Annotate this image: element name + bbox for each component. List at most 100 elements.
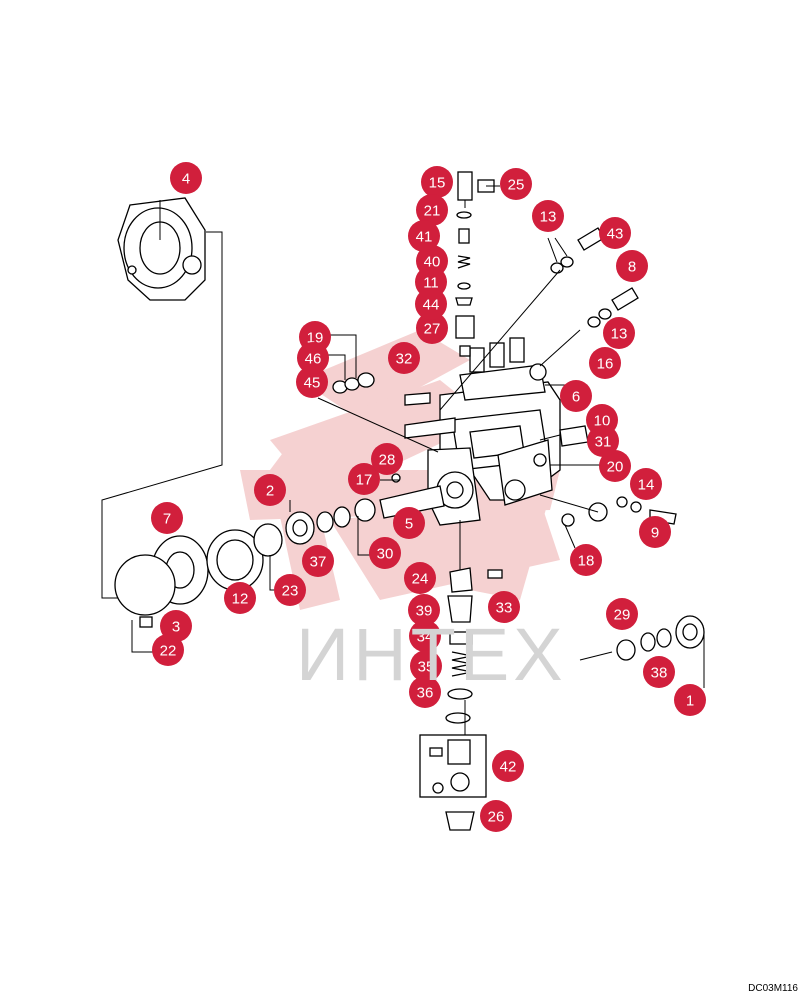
callout-circle [224,582,256,614]
callout-14: 14 [630,468,662,500]
callout-circle [488,591,520,623]
callout-circle [415,288,447,320]
callout-label: 26 [488,809,505,826]
callout-circle [587,425,619,457]
callout-label: 40 [424,254,441,271]
valve-stack [455,171,495,357]
callout-label: 35 [418,659,435,676]
callout-circle [603,317,635,349]
callout-29: 29 [606,598,638,630]
callout-13: 13 [603,317,635,349]
callout-label: 22 [160,643,177,660]
callout-label: 2 [266,483,274,500]
callout-circle [606,598,638,630]
drive-shaft [253,473,677,557]
callout-36: 36 [409,676,441,708]
callout-circle [404,562,436,594]
callout-label: 29 [614,607,631,624]
callout-label: 15 [429,175,446,192]
callout-43: 43 [599,217,631,249]
callout-circle [560,380,592,412]
callout-label: 31 [595,434,612,451]
callout-7: 7 [151,502,183,534]
callout-23: 23 [274,574,306,606]
callout-35: 35 [410,650,442,682]
leader-lines [101,185,705,735]
callout-circle [297,342,329,374]
callout-markers: 1234567891011121313141516171819202122232… [151,162,706,832]
callout-17: 17 [348,463,380,495]
callout-6: 6 [560,380,592,412]
callout-circle [254,474,286,506]
callout-circle [410,650,442,682]
callout-circle [416,194,448,226]
watermark-text: ИНТЕХ [296,613,567,696]
callout-circle [371,443,403,475]
callout-label: 8 [628,259,636,276]
callout-circle [492,750,524,782]
callout-39: 39 [408,594,440,626]
front-cover [117,197,206,301]
callout-circle [589,347,621,379]
callout-label: 24 [412,571,429,588]
callout-30: 30 [369,537,401,569]
callout-41: 41 [408,220,440,252]
callout-label: 18 [578,553,595,570]
callout-label: 42 [500,759,517,776]
callout-circle [393,507,425,539]
callout-label: 4 [182,171,190,188]
callout-15: 15 [421,166,453,198]
callout-circle [570,544,602,576]
callout-circle [532,200,564,232]
callout-label: 25 [508,177,525,194]
callout-40: 40 [416,245,448,277]
callout-1: 1 [674,684,706,716]
upper-fittings [332,227,639,447]
callout-34: 34 [409,620,441,652]
callout-circle [408,594,440,626]
callout-circle [630,468,662,500]
callout-27: 27 [416,312,448,344]
figure-reference-code: DC03M116 [748,983,798,994]
callout-label: 43 [607,226,624,243]
pump-housing [404,337,561,526]
callout-label: 10 [594,413,611,430]
callout-circle [348,463,380,495]
callout-circle [151,502,183,534]
flange-parts [114,529,264,628]
callout-label: 14 [638,477,655,494]
callout-24: 24 [404,562,436,594]
callout-label: 5 [405,516,413,533]
callout-circle [480,800,512,832]
callout-label: 23 [282,583,299,600]
callout-circle [599,217,631,249]
callout-label: 34 [417,629,434,646]
callout-31: 31 [587,425,619,457]
callout-label: 13 [540,209,557,226]
callout-46: 46 [297,342,329,374]
callout-20: 20 [599,450,631,482]
callout-45: 45 [296,366,328,398]
callout-circle [170,162,202,194]
callout-circle [409,620,441,652]
callout-label: 37 [310,554,327,571]
callout-33: 33 [488,591,520,623]
callout-2: 2 [254,474,286,506]
callout-circle [500,168,532,200]
callout-37: 37 [302,545,334,577]
callout-5: 5 [393,507,425,539]
callout-circle [152,634,184,666]
right-bearing [616,615,705,661]
callout-label: 21 [424,203,441,220]
callout-circle [599,450,631,482]
callout-label: 46 [305,351,322,368]
callout-label: 27 [424,321,441,338]
callout-label: 6 [572,389,580,406]
callout-label: 13 [611,326,628,343]
callout-circle [421,166,453,198]
callout-label: 33 [496,600,513,617]
callout-label: 3 [172,619,180,636]
callout-38: 38 [643,656,675,688]
callout-12: 12 [224,582,256,614]
